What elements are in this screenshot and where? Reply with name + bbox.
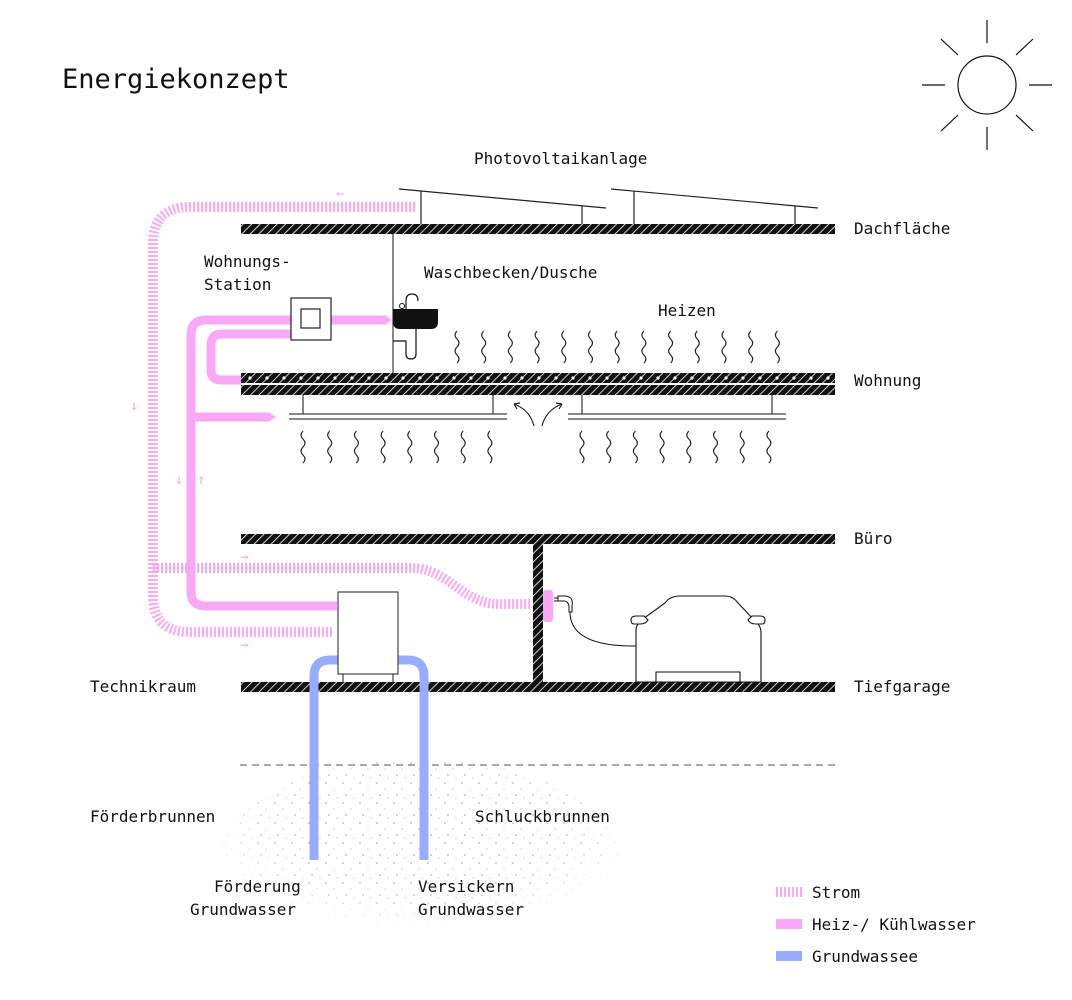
heat-wave: [460, 430, 466, 464]
heat-waves-ceiling: [300, 430, 772, 464]
label-schluckbrunnen: Schluckbrunnen: [475, 807, 610, 826]
ceiling-panels: [289, 395, 786, 420]
label-photovoltaik: Photovoltaikanlage: [474, 149, 648, 168]
heat-wave: [481, 330, 487, 364]
heat-wave: [353, 430, 359, 464]
legend-item-grundwasser: Grundwassee: [776, 940, 976, 972]
heat-wave: [721, 330, 727, 364]
heat-wave: [614, 330, 620, 364]
heat-wave: [327, 430, 333, 464]
heat-wave: [748, 330, 754, 364]
label-wohnungsstation-2: Station: [204, 275, 272, 294]
heat-wave: [380, 430, 386, 464]
garage-floor-slab: [241, 682, 835, 692]
label-foerderung-1: Förderung: [214, 877, 301, 896]
heat-wave: [739, 430, 745, 464]
heiz-arrow-down: ↓: [175, 472, 183, 488]
legend-label: Grundwassee: [812, 946, 918, 966]
heat-wave: [641, 330, 647, 364]
strom-arrow-right-2: →: [240, 637, 248, 653]
pv-panels: [398, 188, 819, 224]
strom-arrow-down: ↓: [130, 398, 138, 414]
heizwasser-pipes: [186, 315, 385, 611]
heat-wave: [561, 330, 567, 364]
apartment-slab-bottom: [241, 385, 835, 395]
label-foerderung-2: Grundwasser: [190, 900, 296, 919]
heat-wave: [659, 430, 665, 464]
label-versickern-2: Grundwasser: [418, 900, 524, 919]
heat-wave: [534, 330, 540, 364]
label-tiefgarage: Tiefgarage: [854, 677, 951, 696]
heat-wave: [774, 330, 780, 364]
heat-wave: [668, 330, 674, 364]
legend-label: Strom: [812, 882, 861, 902]
heiz-arrow-up: ↑: [197, 472, 205, 488]
office-slab: [241, 534, 835, 544]
legend-label: Heiz-/ Kühlwasser: [812, 914, 976, 934]
wohnungsstation-icon: [290, 297, 332, 341]
sun-icon: [922, 20, 1052, 150]
legend-item-strom: Strom: [776, 876, 976, 908]
page-title: Energiekonzept: [62, 64, 290, 95]
label-wohnung: Wohnung: [854, 371, 922, 390]
label-waschbecken: Waschbecken/Dusche: [424, 263, 598, 282]
heat-wave: [579, 430, 585, 464]
label-wohnungsstation-1: Wohnungs-: [204, 252, 291, 271]
label-technikraum: Technikraum: [90, 677, 196, 696]
sink-icon: [393, 293, 438, 360]
strom-line: [148, 202, 530, 637]
strom-arrow-left: ←: [336, 186, 344, 202]
garage-wall: [533, 544, 543, 682]
heat-wave: [587, 330, 594, 364]
grundwasser-swatch: [776, 951, 802, 961]
heat-wave: [686, 430, 692, 464]
electric-car-icon: [630, 595, 766, 683]
heat-wave: [694, 330, 700, 364]
label-dachflaeche: Dachfläche: [854, 219, 951, 238]
heat-wave: [766, 430, 772, 464]
heat-wave: [300, 430, 306, 464]
heat-waves-apartment: [454, 330, 780, 364]
strom-swatch: [776, 887, 802, 897]
label-versickern-1: Versickern: [418, 877, 515, 896]
heat-wave: [407, 430, 413, 464]
label-foerderbrunnen: Förderbrunnen: [90, 807, 216, 826]
heat-wave: [632, 430, 638, 464]
heat-wave: [454, 330, 460, 364]
label-heizen: Heizen: [658, 301, 716, 320]
roof-slab: [241, 224, 835, 234]
heat-wave: [712, 430, 719, 464]
strom-arrow-right-1: →: [240, 549, 248, 565]
heat-wave: [507, 330, 513, 364]
heizwasser-swatch: [776, 919, 802, 929]
heat-wave: [487, 430, 493, 464]
heat-pump: [337, 591, 399, 682]
heat-wave: [606, 430, 612, 464]
grundwasser-pipes: [309, 655, 429, 860]
label-buero: Büro: [854, 529, 893, 548]
heat-wave: [433, 430, 440, 464]
legend-item-heizwasser: Heiz-/ Kühlwasser: [776, 908, 976, 940]
ev-charger-plug: [554, 595, 636, 647]
legend: Strom Heiz-/ Kühlwasser Grundwassee: [776, 876, 976, 972]
charger-box: [543, 590, 553, 622]
air-circulation-icon: [513, 402, 563, 427]
